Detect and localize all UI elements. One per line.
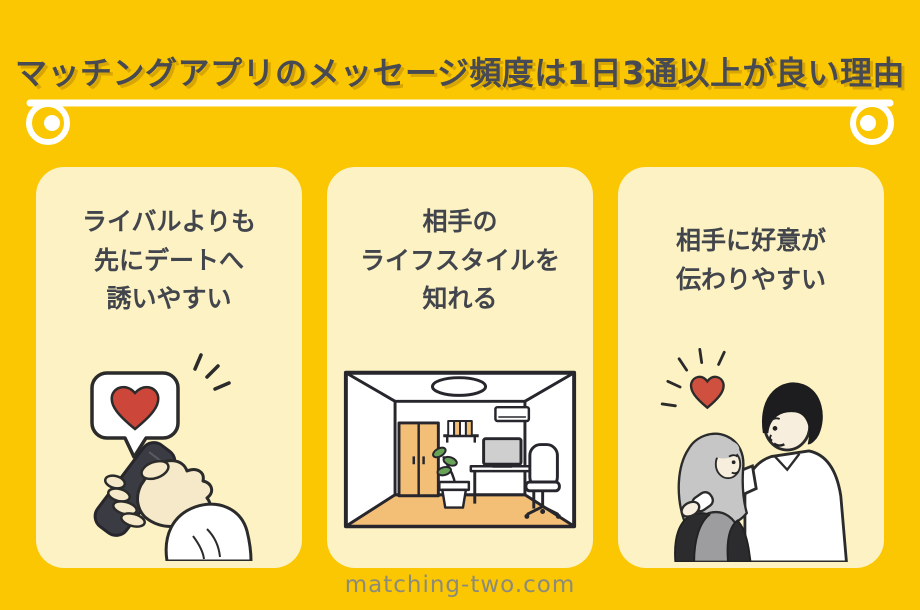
card-3-title: 相手に好意が 伝わりやすい [675,226,826,294]
divider-swirl-right [850,101,894,145]
card-2-title: 相手の ライフスタイルを 知れる [359,206,560,314]
heart-icon [110,385,160,431]
desk-and-monitor [469,437,541,509]
room-interior-illustration [327,331,593,568]
card-reason-3: 相手に好意が 伝わりやすい [618,167,884,568]
wardrobe [397,421,440,498]
heart-icon [689,375,725,409]
phone-heart-illustration [36,331,302,568]
woman-jacket-left [673,511,711,562]
page-title: マッチングアプリのメッセージ頻度は1日3通以上が良い理由 [15,54,905,92]
reasons-row: ライバルよりも 先にデートへ 誘いやすい [36,167,884,568]
office-chair [524,443,561,519]
card-1-title: ライバルよりも 先にデートへ 誘いやすい [81,206,256,314]
man-hand [679,490,714,518]
divider-swirl-left [26,101,70,145]
divider-swirl-line [26,99,894,145]
couple-illustration [618,331,884,568]
woman-jacket-right [726,518,752,562]
site-url: matching-two.com [344,572,576,598]
fingers [103,459,170,528]
ceiling-light [430,376,488,397]
card-reason-2: 相手の ライフスタイルを 知れる [327,167,593,568]
potted-plant [432,446,471,509]
air-conditioner [494,405,531,423]
sleeve [164,502,253,561]
card-reason-1: ライバルよりも 先にデートへ 誘いやすい [36,167,302,568]
wall-shelf [443,419,479,443]
man [743,382,848,562]
